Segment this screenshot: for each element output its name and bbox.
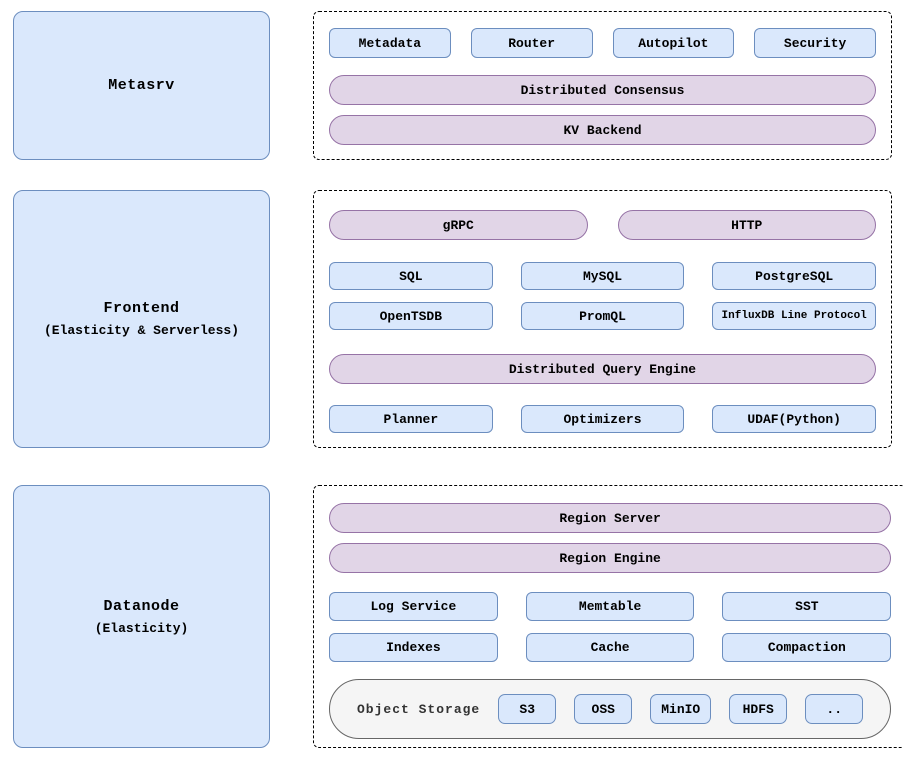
oss-box: OSS bbox=[574, 694, 633, 724]
query-modules-row: Planner Optimizers UDAF(Python) bbox=[329, 405, 876, 433]
postgresql-box: PostgreSQL bbox=[712, 262, 876, 290]
metasrv-row: Metasrv Metadata Router Autopilot Securi… bbox=[13, 11, 892, 160]
frontend-row: Frontend (Elasticity & Serverless) gRPC … bbox=[13, 190, 892, 448]
memtable-box: Memtable bbox=[525, 592, 695, 621]
promql-box: PromQL bbox=[520, 302, 685, 330]
planner-box: Planner bbox=[329, 405, 493, 433]
mysql-box: MySQL bbox=[520, 262, 685, 290]
object-storage-label: Object Storage bbox=[357, 701, 481, 717]
datanode-title: Datanode bbox=[103, 597, 180, 615]
security-box: Security bbox=[754, 28, 876, 58]
api-pills-row: gRPC HTTP bbox=[329, 210, 876, 240]
datanode-panel: Region Server Region Engine Log Service … bbox=[313, 485, 903, 748]
datanode-row: Datanode (Elasticity) Region Server Regi… bbox=[13, 485, 903, 748]
log-service-box: Log Service bbox=[329, 592, 498, 621]
frontend-panel: gRPC HTTP SQL MySQL PostgreSQL OpenTSDB … bbox=[313, 190, 892, 448]
datanode-modules-row-2: Indexes Cache Compaction bbox=[329, 633, 892, 662]
sql-box: SQL bbox=[329, 262, 493, 290]
region-engine-pill: Region Engine bbox=[329, 543, 892, 573]
frontend-subtitle: (Elasticity & Serverless) bbox=[43, 323, 240, 338]
frontend-node: Frontend (Elasticity & Serverless) bbox=[13, 190, 270, 448]
cache-box: Cache bbox=[525, 633, 695, 662]
metasrv-modules-row: Metadata Router Autopilot Security bbox=[329, 28, 876, 58]
udaf-python-box: UDAF(Python) bbox=[712, 405, 876, 433]
grpc-pill: gRPC bbox=[329, 210, 588, 240]
s3-box: S3 bbox=[498, 694, 557, 724]
optimizers-box: Optimizers bbox=[520, 405, 685, 433]
frontend-title: Frontend bbox=[103, 300, 180, 317]
indexes-box: Indexes bbox=[329, 633, 498, 662]
kv-backend-pill: KV Backend bbox=[329, 115, 876, 145]
region-server-pill: Region Server bbox=[329, 503, 892, 533]
distributed-consensus-pill: Distributed Consensus bbox=[329, 75, 876, 105]
more-backends-box: .. bbox=[805, 694, 864, 724]
router-box: Router bbox=[470, 28, 593, 58]
metadata-box: Metadata bbox=[329, 28, 451, 58]
sst-box: SST bbox=[722, 592, 892, 621]
distributed-query-engine-pill: Distributed Query Engine bbox=[329, 354, 876, 384]
influxdb-line-protocol-box: InfluxDB Line Protocol bbox=[712, 302, 876, 330]
metasrv-panel: Metadata Router Autopilot Security Distr… bbox=[313, 11, 892, 160]
datanode-subtitle: (Elasticity) bbox=[94, 620, 189, 636]
autopilot-box: Autopilot bbox=[612, 28, 735, 58]
datanode-modules-row-1: Log Service Memtable SST bbox=[329, 592, 892, 621]
compaction-box: Compaction bbox=[722, 633, 892, 662]
metasrv-title: Metasrv bbox=[108, 77, 175, 94]
object-storage-container: Object Storage S3 OSS MinIO HDFS .. bbox=[329, 679, 892, 739]
metasrv-node: Metasrv bbox=[13, 11, 270, 160]
minio-box: MinIO bbox=[650, 694, 712, 724]
datanode-node: Datanode (Elasticity) bbox=[13, 485, 270, 748]
protocols-row-2: OpenTSDB PromQL InfluxDB Line Protocol bbox=[329, 302, 876, 330]
protocols-row-1: SQL MySQL PostgreSQL bbox=[329, 262, 876, 290]
http-pill: HTTP bbox=[617, 210, 876, 240]
hdfs-box: HDFS bbox=[729, 694, 788, 724]
opentsdb-box: OpenTSDB bbox=[329, 302, 493, 330]
